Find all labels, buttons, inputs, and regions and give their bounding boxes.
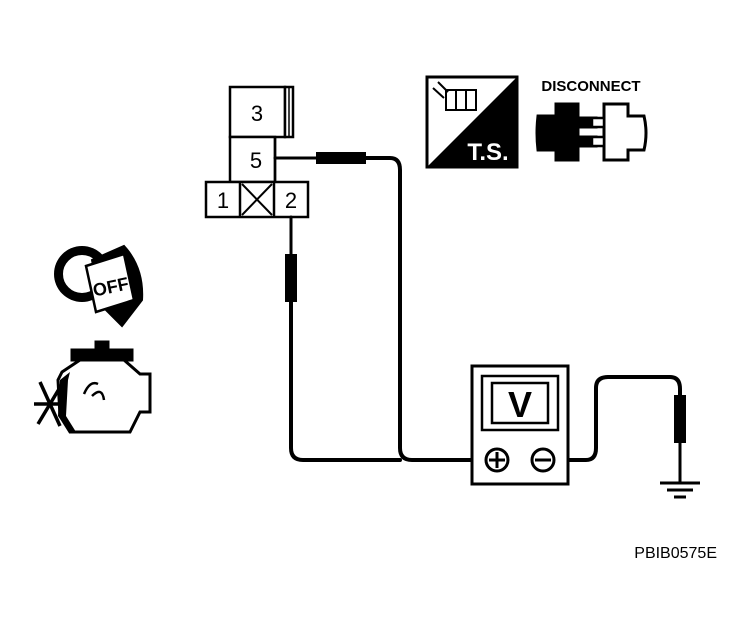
voltmeter-display-inner <box>490 381 550 425</box>
wire-pin-5-to-meter <box>364 156 480 462</box>
ground-icon <box>660 481 700 499</box>
voltmeter: V <box>470 364 570 486</box>
probe-handle-pin-5 <box>316 152 366 164</box>
ground-probe-handle <box>674 395 686 443</box>
pin-2-label: 2 <box>285 188 297 213</box>
disconnect-label: DISCONNECT <box>541 78 640 95</box>
engine-fan-icon <box>34 381 64 427</box>
pin-5-label: 5 <box>250 148 262 173</box>
pin-1-label: 1 <box>217 188 229 213</box>
engine-icon <box>34 340 152 434</box>
harness-connector <box>204 85 310 219</box>
disconnect-icon <box>535 102 648 162</box>
probe-handle-pin-2 <box>285 254 297 302</box>
pin-3-label: 3 <box>251 101 263 126</box>
plug-sketch-icon <box>432 81 477 111</box>
wire-meter-to-ground <box>543 375 682 462</box>
voltmeter-label: V <box>508 384 532 425</box>
wire-pin-2-to-meter <box>289 300 402 462</box>
ignition-key-icon: OFF <box>54 244 144 328</box>
test-symbol-icon: T.S. <box>425 75 519 169</box>
probe-wires <box>273 152 686 484</box>
connector-blank-cavity <box>241 183 273 216</box>
test-symbol-label: T.S. <box>467 139 508 166</box>
figure-id: PBIB0575E <box>634 545 717 562</box>
